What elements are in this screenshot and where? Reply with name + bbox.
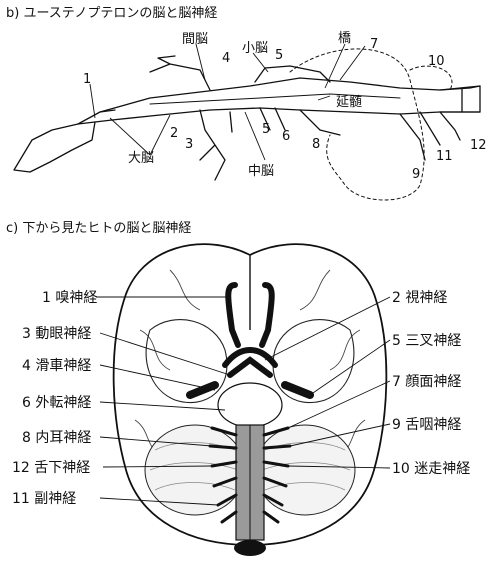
label-n10: 10 — [428, 54, 445, 69]
panel-b-leaders — [89, 43, 366, 161]
temporal-lobe-right — [272, 319, 355, 404]
panel-b-title: b) ユーステノプテロンの脳と脳神経 — [6, 6, 217, 21]
cranial-nerve-stubs — [208, 426, 292, 524]
nerve-12-branch — [439, 111, 461, 141]
optic-chiasm — [222, 347, 278, 378]
label-n2: 2 — [170, 126, 178, 141]
label-medulla: 延髄 — [336, 95, 362, 110]
label-optic-nerve: 2 視神経 — [392, 290, 447, 306]
label-oculomotor-nerve: 3 動眼神経 — [22, 326, 91, 342]
otic-capsule-outline — [289, 48, 425, 201]
label-vagus-nerve: 10 迷走神経 — [392, 461, 470, 477]
nerve-3-branch — [229, 111, 233, 133]
olfactory-tract-left — [225, 282, 241, 348]
olfactory-tract-right — [259, 282, 275, 348]
brain-upper-outline — [99, 77, 481, 113]
label-glossopharyngeal-nerve: 9 舌咽神経 — [392, 417, 461, 433]
label-pons: 橋 — [338, 31, 351, 46]
label-olfactory-nerve: 1 嗅神経 — [42, 290, 97, 306]
nerve-9-branch — [399, 113, 426, 161]
label-n3: 3 — [185, 137, 193, 152]
label-n8: 8 — [312, 137, 320, 152]
brain-inner-line — [149, 93, 401, 105]
label-cerebellum: 小脳 — [242, 41, 268, 56]
label-cerebrum: 大脳 — [128, 151, 154, 166]
cerebellum-folia — [149, 442, 351, 491]
label-trigeminal-nerve: 5 三叉神経 — [392, 333, 461, 349]
label-accessory-nerve: 11 副神経 — [12, 491, 76, 507]
panel-c-title: c) 下から見たヒトの脳と脳神経 — [6, 221, 191, 236]
label-mesencephalon: 間脳 — [182, 32, 208, 47]
diencephalon-top — [149, 55, 211, 91]
trigeminal-nerves — [186, 381, 314, 399]
label-n11: 11 — [436, 149, 453, 164]
spinal-cord-section — [234, 540, 266, 556]
label-facial-nerve: 7 顔面神経 — [392, 374, 461, 390]
spinal-cord — [439, 85, 481, 113]
label-n5b: 5 — [262, 122, 270, 137]
nerve-5-branch — [259, 107, 271, 131]
nerve-11-branch — [419, 111, 441, 146]
label-n7: 7 — [370, 37, 378, 52]
fish-brain-drawing — [13, 48, 481, 201]
nerve-8-branch — [299, 109, 341, 136]
label-abducens-nerve: 6 外転神経 — [22, 395, 91, 411]
olfactory-capsule — [13, 121, 96, 173]
cerebellum-right — [254, 424, 356, 516]
human-brain-drawing — [112, 243, 388, 556]
label-vestibulocochlear-nerve: 8 内耳神経 — [22, 430, 91, 446]
panel-c-leaders — [96, 296, 391, 506]
label-n5a: 5 — [275, 48, 283, 63]
brain-lower-outline — [111, 107, 481, 121]
temporal-lobe-left — [145, 319, 228, 404]
hypophysis — [199, 109, 226, 181]
label-n4: 4 — [222, 51, 230, 66]
label-n12: 12 — [470, 138, 487, 153]
label-n9: 9 — [412, 167, 420, 182]
label-n6: 6 — [282, 129, 290, 144]
pons — [217, 382, 283, 428]
nerve-6-branch — [274, 107, 286, 131]
otic-dotted — [409, 65, 453, 91]
label-trochlear-nerve: 4 滑車神経 — [22, 357, 91, 374]
label-midbrain: 中脳 — [248, 164, 274, 179]
label-hypoglossal-nerve: 12 舌下神経 — [12, 460, 90, 476]
label-n1: 1 — [83, 72, 91, 87]
olfactory-tract — [77, 109, 116, 125]
cerebellum-outline — [254, 65, 331, 83]
